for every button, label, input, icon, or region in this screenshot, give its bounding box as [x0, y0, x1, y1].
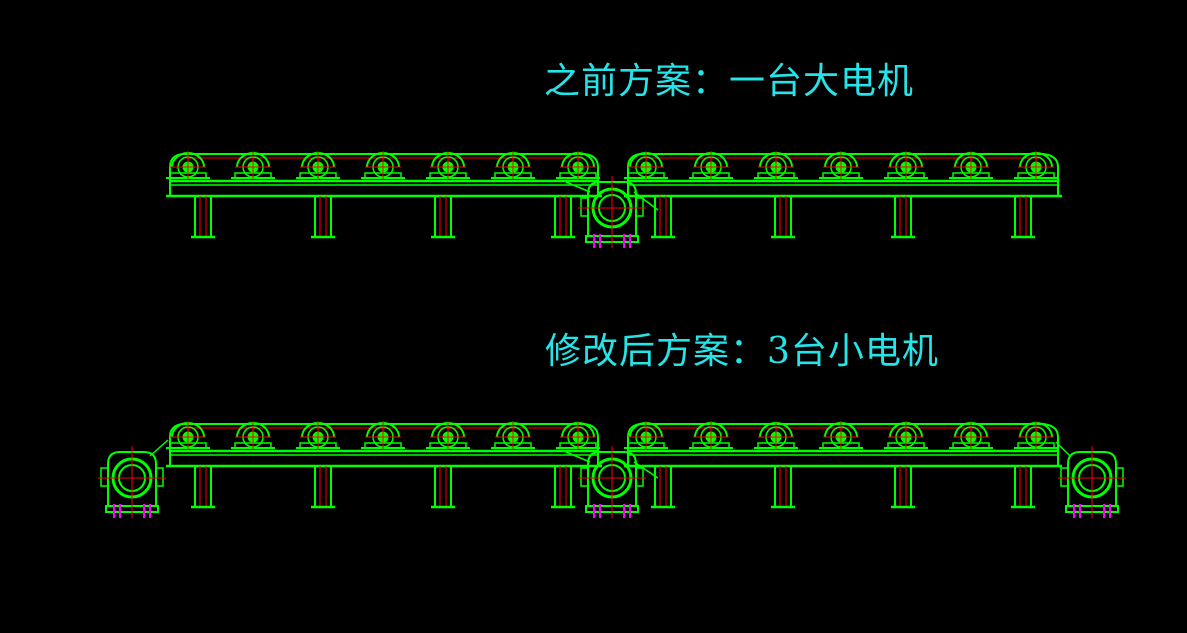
drive-link-center-left [565, 451, 591, 463]
drive-link-left [565, 181, 591, 193]
support-leg [551, 196, 575, 239]
motor-flange-right [635, 467, 644, 487]
support-leg [651, 466, 675, 509]
support-leg [191, 196, 215, 239]
roller-unit [166, 421, 210, 451]
roller-unit [689, 151, 733, 181]
roller-unit [491, 151, 535, 181]
support-leg [431, 196, 455, 239]
support-leg [771, 466, 795, 509]
motor-housing [587, 181, 637, 237]
before-plan-title: 之前方案：一台大电机 [544, 61, 915, 102]
roller-unit [361, 421, 405, 451]
conveyor-right-lower [624, 421, 1062, 509]
roller-unit [754, 151, 798, 181]
motor-flange-right [1115, 467, 1124, 487]
motor-flange-left [1060, 467, 1069, 487]
roller-unit [491, 421, 535, 451]
drive-link-right [633, 191, 659, 211]
support-leg [311, 196, 335, 239]
roller-unit [754, 421, 798, 451]
roller-unit [231, 151, 275, 181]
support-leg [1011, 466, 1035, 509]
roller-unit [426, 421, 470, 451]
roller-unit [884, 151, 928, 181]
support-leg [891, 196, 915, 239]
roller-unit [819, 421, 863, 451]
drive-link-center-right [633, 461, 659, 479]
drive-link-left-motor [149, 439, 169, 457]
roller-unit [1014, 151, 1058, 181]
roller-unit [296, 151, 340, 181]
roller-unit [361, 151, 405, 181]
support-leg [311, 466, 335, 509]
motor-flange-right [635, 197, 644, 217]
roller-unit [949, 151, 993, 181]
drive-motor-right-lower [1058, 446, 1126, 518]
before-plan-assembly [166, 151, 1062, 248]
roller-unit [624, 421, 668, 451]
motor-flange-left [580, 197, 589, 217]
roller-unit [689, 421, 733, 451]
support-leg [891, 466, 915, 509]
roller-unit [556, 421, 600, 451]
support-leg [431, 466, 455, 509]
roller-unit [884, 421, 928, 451]
motor-flange-right [155, 467, 164, 487]
conveyor-left-lower [166, 421, 602, 509]
support-leg [551, 466, 575, 509]
motor-flange-left [100, 467, 109, 487]
motor-housing [587, 451, 637, 507]
after-plan-title: 修改后方案：3台小电机 [545, 331, 939, 372]
roller-unit [949, 421, 993, 451]
drive-motor-center-lower [578, 446, 646, 518]
roller-unit [296, 421, 340, 451]
roller-unit [819, 151, 863, 181]
support-leg [191, 466, 215, 509]
drive-motor-center-upper [578, 176, 646, 248]
roller-unit [1014, 421, 1058, 451]
support-leg [771, 196, 795, 239]
conveyor-right-upper [624, 151, 1062, 239]
motor-flange-left [580, 467, 589, 487]
drive-motor-left-lower [98, 446, 166, 518]
support-leg [651, 196, 675, 239]
roller-unit [166, 151, 210, 181]
roller-unit [231, 421, 275, 451]
motor-housing [107, 451, 157, 507]
roller-unit [426, 151, 470, 181]
roller-unit [556, 151, 600, 181]
roller-unit [624, 151, 668, 181]
support-leg [1011, 196, 1035, 239]
conveyor-left-upper [166, 151, 602, 239]
motor-housing [1067, 451, 1117, 507]
drive-link-right-motor [1055, 441, 1071, 457]
after-plan-assembly [98, 421, 1126, 518]
